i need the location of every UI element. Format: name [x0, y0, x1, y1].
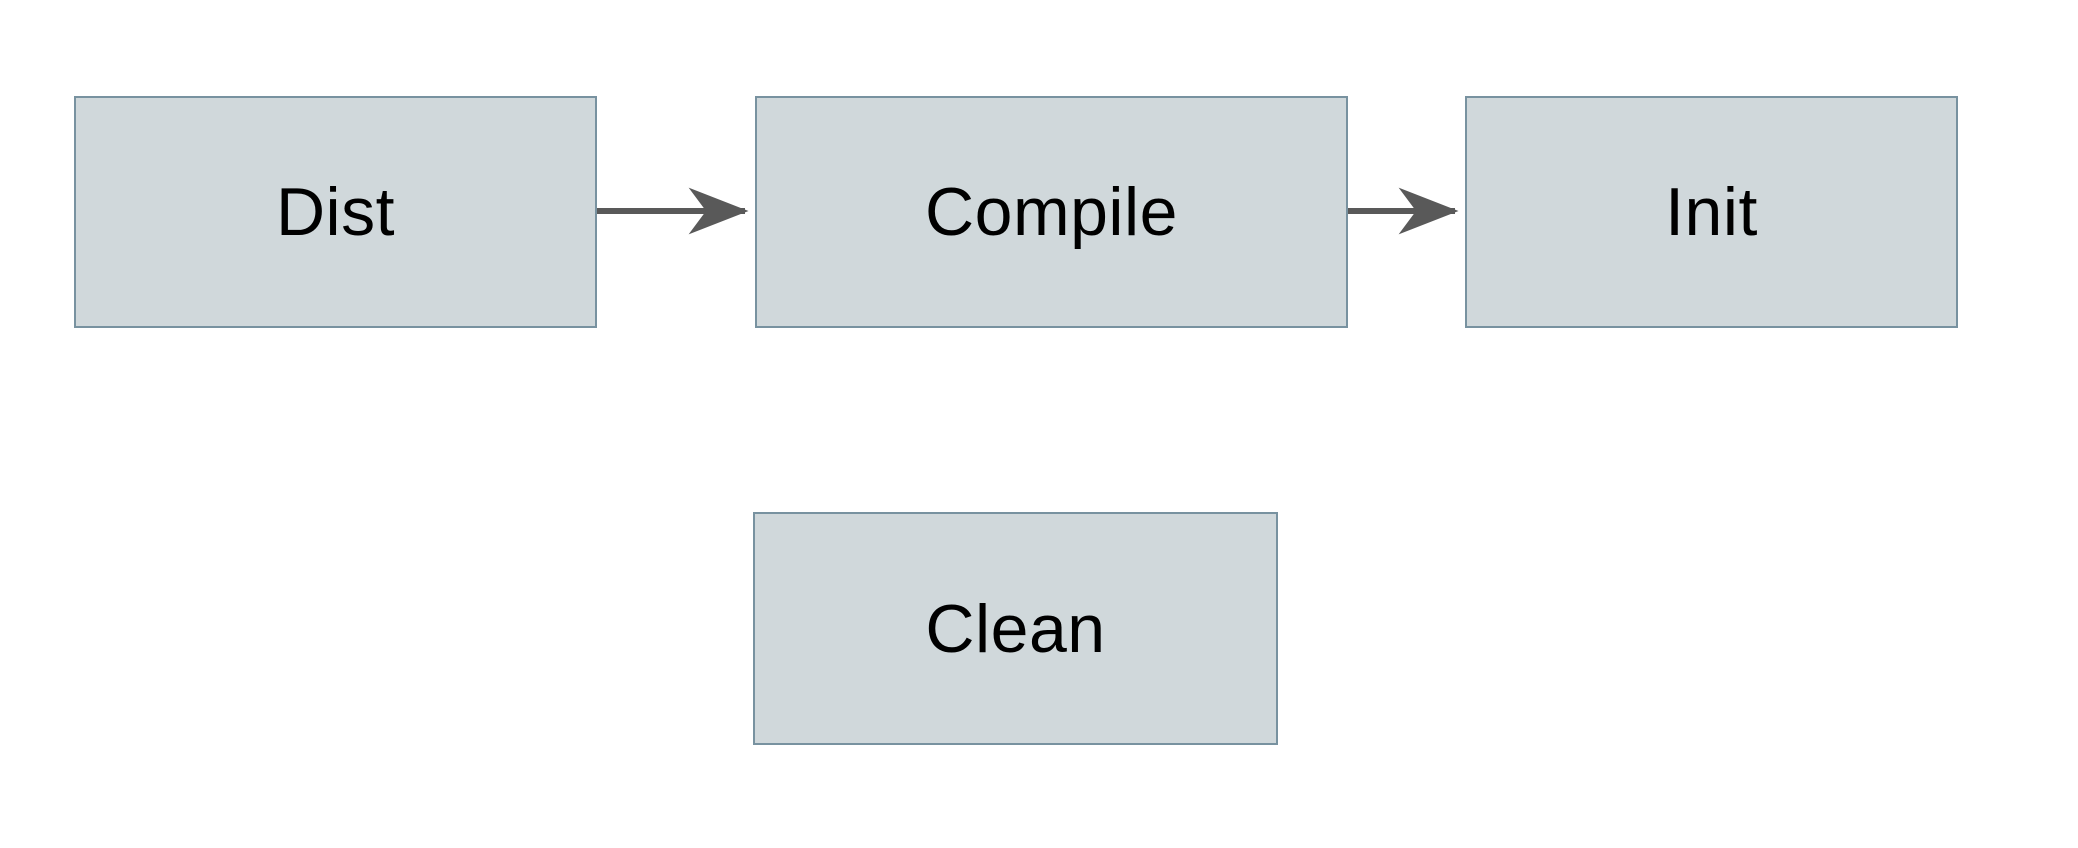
- node-init[interactable]: Init: [1465, 96, 1958, 328]
- node-dist[interactable]: Dist: [74, 96, 597, 328]
- node-compile-label: Compile: [925, 174, 1178, 250]
- node-compile[interactable]: Compile: [755, 96, 1348, 328]
- node-dist-label: Dist: [275, 174, 396, 250]
- node-init-label: Init: [1665, 174, 1758, 250]
- node-clean-label: Clean: [925, 590, 1106, 667]
- node-clean[interactable]: Clean: [753, 512, 1278, 745]
